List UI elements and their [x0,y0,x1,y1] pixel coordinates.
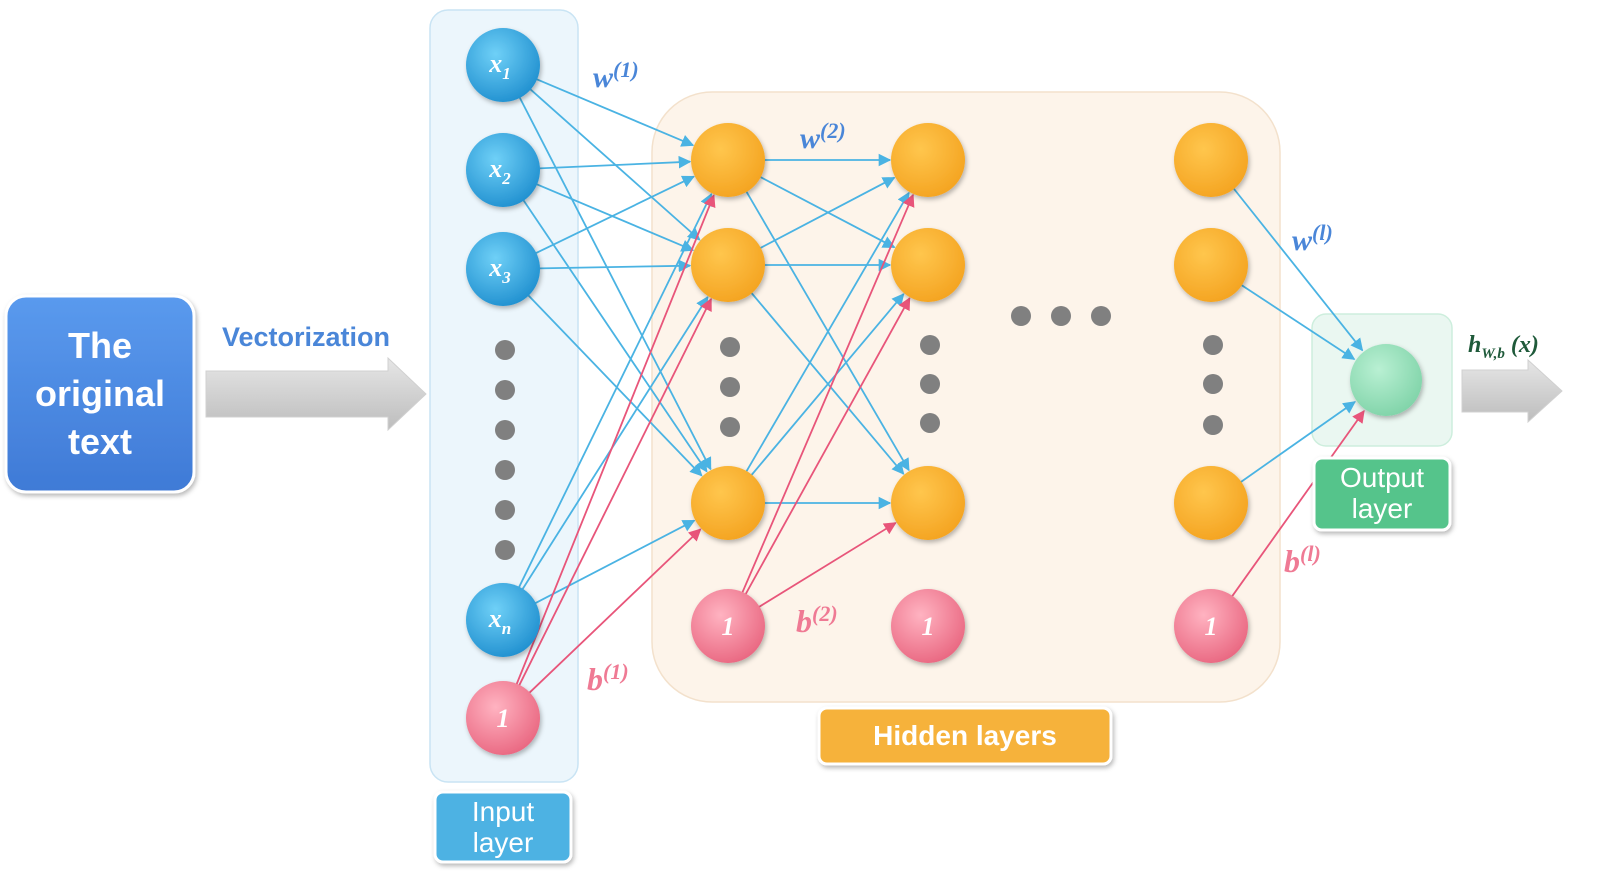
svg-text:Input: Input [472,796,534,827]
svg-text:x1: x1 [488,49,511,83]
bias-edge [528,528,702,694]
weight-edge [535,78,695,147]
hidden-layers-ellipsis [1011,306,1111,326]
weight-label-w2: w(2) [800,118,846,155]
hidden-2-bias-node: 1 [891,589,965,663]
original-text-line-2: original [35,373,165,414]
hidden-node [891,466,965,540]
weight-edge [1240,284,1356,360]
original-text-line-1: The [68,325,132,366]
bias-label-b1: b(1) [587,659,629,697]
weight-edge [534,519,696,605]
hidden-node [691,466,765,540]
output-layer-tag: Output layer [1312,456,1452,532]
weight-edge [750,292,905,475]
hidden-layers-tag: Hidden layers [817,706,1113,766]
svg-text:1: 1 [722,612,735,641]
hidden-layer-l: 1 [1174,123,1248,663]
output-arrow [1461,358,1563,424]
svg-text:layer: layer [473,827,534,858]
input-node-x3: x3 [466,232,540,306]
hidden-node [1174,123,1248,197]
hidden-l-bias-node: 1 [1174,589,1248,663]
weight-edge [539,155,692,170]
weight-edge [518,193,713,588]
weight-edge [527,294,703,477]
hidden-node [1174,228,1248,302]
weight-edge [518,96,712,471]
connection-lines [515,78,1365,694]
hidden-layer-1: 1 [691,123,765,663]
bias-edge [744,297,911,595]
vectorization-arrow [205,356,427,432]
bias-edge [515,194,716,685]
weight-edge [745,191,910,473]
hidden-layers-panel [651,91,1281,703]
original-text-line-3: text [68,421,132,462]
hidden-layer-2: 1 [891,123,965,663]
input-node-x2: x2 [466,133,540,207]
bias-edge [758,522,897,608]
svg-text:1: 1 [497,704,510,733]
svg-text:Output: Output [1340,462,1424,493]
svg-text:1: 1 [922,612,935,641]
weight-label-wl: w(l) [1292,220,1333,257]
svg-text:x3: x3 [488,253,511,287]
hidden-node [691,228,765,302]
input-layer-tag: Input layer [433,790,573,864]
original-text-box: The original text [4,294,196,494]
bias-edge [1231,409,1365,598]
weight-edge [750,293,905,476]
hidden-1-bias-node: 1 [691,589,765,663]
hidden-node [891,228,965,302]
svg-text:Hidden layers: Hidden layers [873,720,1057,751]
svg-text:xn: xn [488,604,511,638]
weight-edge [1240,401,1356,483]
weight-edge [535,175,695,255]
output-node [1350,344,1422,416]
vectorization-label: Vectorization [222,322,390,352]
weight-edge [521,296,709,590]
bias-edge [518,297,712,687]
weight-edge [539,259,692,273]
input-node-x1: x1 [466,28,540,102]
svg-text:layer: layer [1352,493,1413,524]
svg-text:1: 1 [1205,612,1218,641]
bias-label-b2: b(2) [796,601,838,639]
weight-edge [1232,187,1364,352]
weight-label-w1: w(1) [593,57,639,94]
hidden-node [691,123,765,197]
input-node-xn: xn [466,583,540,657]
weight-edge [535,183,695,252]
bias-edge [741,193,915,594]
hidden-node [891,123,965,197]
input-bias-node: 1 [466,681,540,755]
weight-edge [759,176,896,250]
input-ellipsis-dots [495,340,515,560]
hidden-node [1174,466,1248,540]
bias-label-bl: b(l) [1284,541,1321,579]
output-formula: hW,b (x) [1468,332,1539,362]
svg-text:x2: x2 [488,154,511,188]
